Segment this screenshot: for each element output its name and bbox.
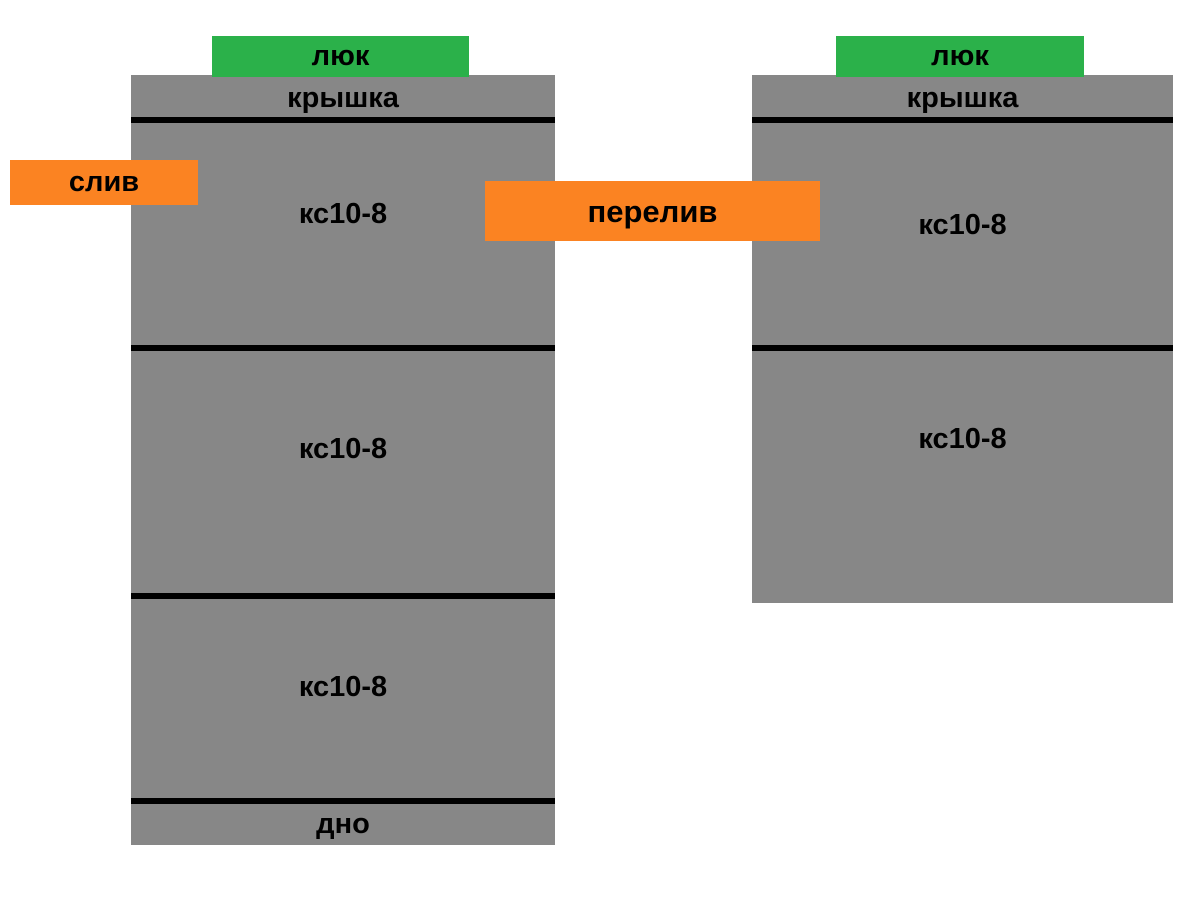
- left-tank-separator-bottom: [131, 798, 555, 804]
- left-tank-separator-ring1: [131, 345, 555, 351]
- right-tank-ring-1-label: кс10-8: [918, 209, 1007, 241]
- right-tank-ring-2-label: кс10-8: [918, 423, 1007, 455]
- overflow-pipe-callout: перелив: [485, 181, 820, 241]
- left-tank-separator-lid: [131, 117, 555, 123]
- right-tank-separator-lid: [752, 117, 1173, 123]
- right-tank-body: [752, 75, 1173, 603]
- left-tank-body: [131, 75, 555, 845]
- left-tank-separator-ring2: [131, 593, 555, 599]
- right-tank-hatch-callout: люк: [836, 36, 1084, 77]
- right-tank-lid-label: крышка: [906, 82, 1019, 114]
- left-tank-ring-3-label: кс10-8: [298, 671, 388, 703]
- left-tank-bottom-label: дно: [316, 808, 370, 840]
- left-tank-ring-2-label: кс10-8: [298, 433, 388, 465]
- left-tank-hatch-callout: люк: [212, 36, 469, 77]
- drain-pipe-callout: слив: [10, 160, 198, 205]
- left-tank-ring-1-label: кс10-8: [298, 198, 388, 230]
- right-tank-separator-ring1: [752, 345, 1173, 351]
- left-tank-lid-label: крышка: [287, 82, 399, 114]
